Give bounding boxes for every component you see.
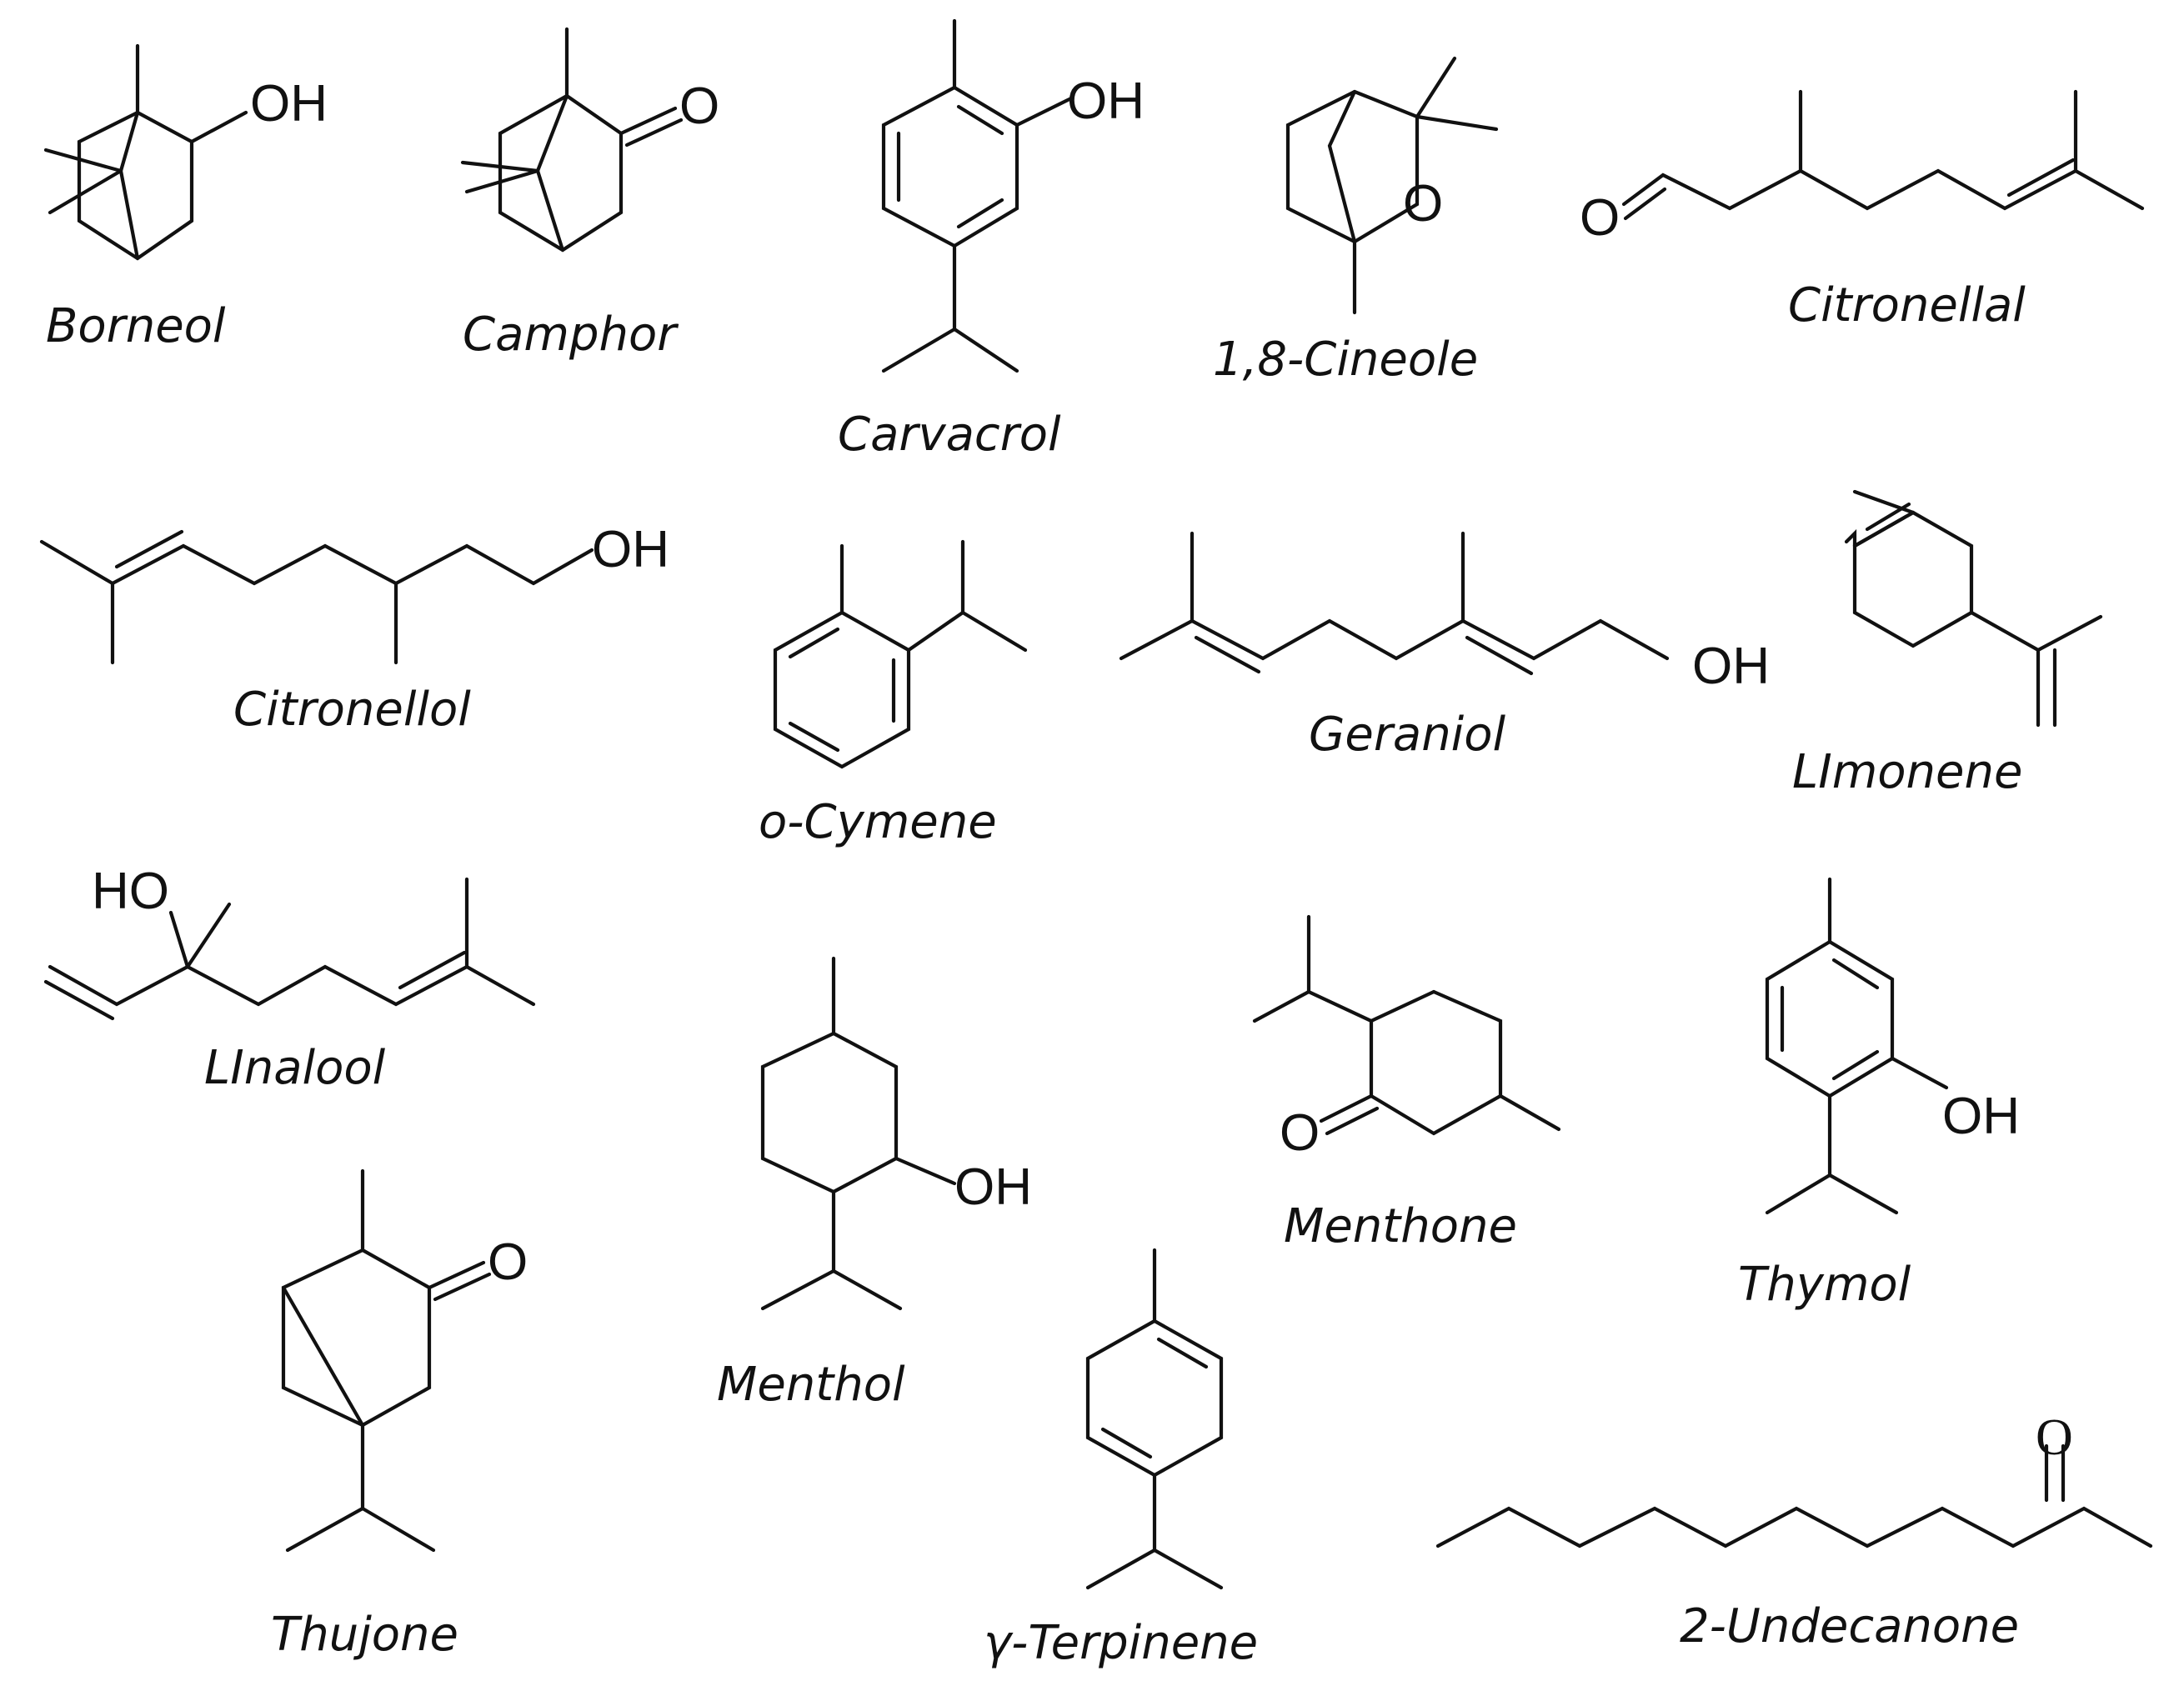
structure-carvacrol: OH Carvacrol: [838, 18, 1145, 462]
molecule-name: Geraniol: [1309, 708, 1506, 762]
atom-label: O: [2036, 1409, 2073, 1466]
atom-label: OH: [592, 521, 669, 578]
molecule-name: Citronellol: [233, 683, 471, 737]
atom-label: O: [1280, 1104, 1320, 1162]
atom-label: O: [488, 1233, 528, 1291]
molecule-name: Borneol: [46, 299, 226, 353]
molecule-name: LInalool: [204, 1041, 386, 1095]
structure-o-cymene: o-Cymene: [759, 539, 1028, 849]
atom-label: O: [1403, 175, 1443, 233]
structure-menthone: O Menthone: [1252, 914, 1561, 1253]
atom-label: OH: [250, 75, 328, 133]
structure-citronellal: O Citronellal: [1580, 89, 2145, 333]
atom-label: OH: [1067, 73, 1145, 130]
molecule-name: Menthol: [717, 1358, 905, 1412]
atom-label: HO: [92, 863, 169, 920]
structure-camphor: O Camphor: [460, 27, 719, 362]
molecule-name: Carvacrol: [838, 408, 1061, 462]
molecule-name: Thujone: [271, 1608, 458, 1662]
structure-thujone: O Thujone: [271, 1168, 528, 1662]
molecule-name: 2-Undecanone: [1680, 1599, 2019, 1653]
atom-label: OH: [1692, 638, 1770, 695]
molecule-name: 1,8-Cineole: [1213, 333, 1478, 387]
molecule-name: Citronellal: [1788, 278, 2026, 333]
molecule-name: Camphor: [463, 308, 679, 362]
structure-cineole: O 1,8-Cineole: [1213, 56, 1499, 387]
atom-label: O: [1580, 189, 1620, 247]
molecule-name: Thymol: [1738, 1258, 1911, 1312]
molecule-name: γ-Terpinene: [984, 1616, 1258, 1670]
atom-label: O: [679, 78, 719, 135]
atom-label: OH: [954, 1158, 1032, 1216]
structure-linalool: HO LInalool: [43, 863, 536, 1095]
structure-2-undecanone: O 2-Undecanone: [1435, 1409, 2153, 1653]
structure-menthol: OH Menthol: [717, 956, 1032, 1412]
molecule-name: o-Cymene: [759, 795, 997, 849]
structure-thymol: OH Thymol: [1738, 877, 2020, 1312]
molecule-name: LImonene: [1792, 745, 2022, 799]
structure-geraniol: OH Geraniol: [1119, 531, 1770, 762]
structure-gamma-terpinene: γ-Terpinene: [984, 1248, 1258, 1670]
structure-limonene: LImonene: [1792, 489, 2103, 799]
structure-citronellol: OH Citronellol: [39, 521, 669, 737]
atom-label: OH: [1942, 1088, 2020, 1145]
structure-borneol: OH Borneol: [43, 43, 328, 353]
molecule-name: Menthone: [1284, 1199, 1517, 1253]
